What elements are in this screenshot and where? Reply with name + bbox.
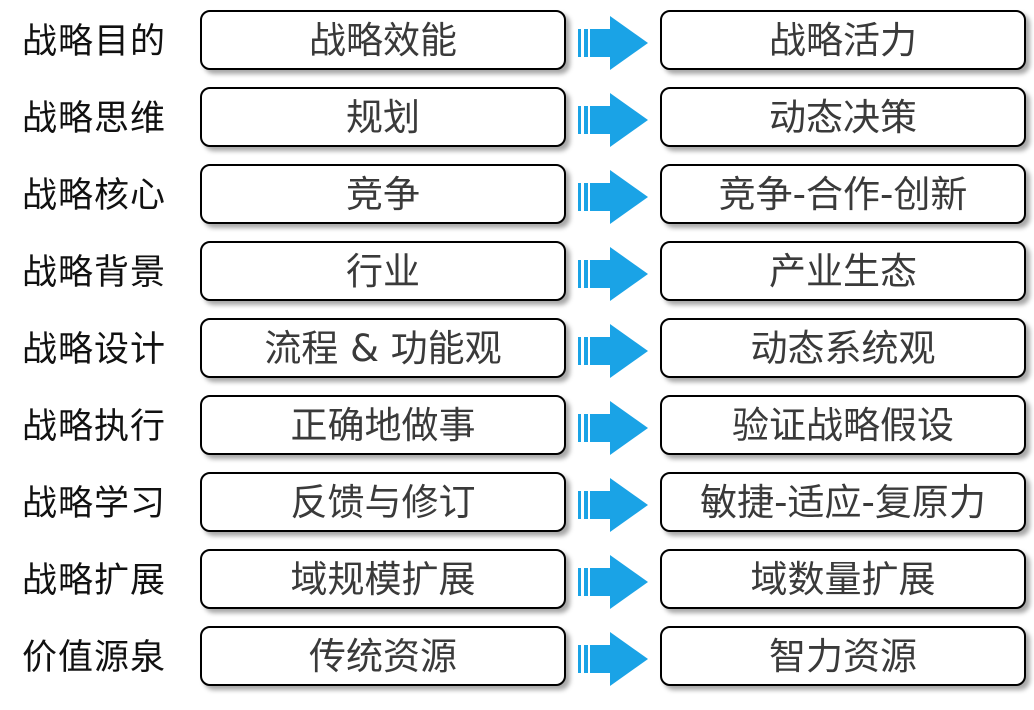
from-box: 规划	[200, 87, 566, 147]
from-box: 反馈与修订	[200, 472, 566, 532]
arrow-icon	[578, 324, 648, 378]
row-category-label: 战略执行	[22, 407, 167, 447]
arrow-icon	[578, 93, 648, 147]
comparison-row: 战略扩展 域规模扩展 域数量扩展	[0, 549, 1034, 613]
comparison-row: 价值源泉 传统资源 智力资源	[0, 626, 1034, 690]
arrow-icon	[578, 247, 648, 301]
arrow-icon	[578, 478, 648, 532]
from-box: 域规模扩展	[200, 549, 566, 609]
comparison-row: 战略核心 竞争 竞争-合作-创新	[0, 164, 1034, 228]
from-box: 战略效能	[200, 10, 566, 70]
arrow-icon	[578, 632, 648, 686]
comparison-row: 战略背景 行业 产业生态	[0, 241, 1034, 305]
row-category-label: 战略学习	[22, 484, 167, 524]
arrow-icon	[578, 401, 648, 455]
arrow-icon	[578, 170, 648, 224]
to-box: 产业生态	[660, 241, 1026, 301]
to-box: 域数量扩展	[660, 549, 1026, 609]
from-box: 行业	[200, 241, 566, 301]
comparison-row: 战略思维 规划 动态决策	[0, 87, 1034, 151]
from-box: 正确地做事	[200, 395, 566, 455]
to-box: 动态决策	[660, 87, 1026, 147]
row-category-label: 价值源泉	[22, 638, 167, 678]
from-box: 传统资源	[200, 626, 566, 686]
comparison-row: 战略执行 正确地做事 验证战略假设	[0, 395, 1034, 459]
row-category-label: 战略扩展	[22, 561, 167, 601]
row-category-label: 战略设计	[22, 330, 167, 370]
to-box: 智力资源	[660, 626, 1026, 686]
row-category-label: 战略背景	[22, 253, 167, 293]
to-box: 竞争-合作-创新	[660, 164, 1026, 224]
comparison-row: 战略设计 流程 & 功能观 动态系统观	[0, 318, 1034, 382]
arrow-icon	[578, 555, 648, 609]
row-category-label: 战略核心	[22, 176, 167, 216]
row-category-label: 战略目的	[22, 22, 167, 62]
arrow-icon	[578, 16, 648, 70]
to-box: 验证战略假设	[660, 395, 1026, 455]
to-box: 敏捷-适应-复原力	[660, 472, 1026, 532]
from-box: 流程 & 功能观	[200, 318, 566, 378]
comparison-row: 战略目的 战略效能 战略活力	[0, 10, 1034, 74]
row-category-label: 战略思维	[22, 99, 167, 139]
to-box: 动态系统观	[660, 318, 1026, 378]
from-box: 竞争	[200, 164, 566, 224]
comparison-row: 战略学习 反馈与修订 敏捷-适应-复原力	[0, 472, 1034, 536]
to-box: 战略活力	[660, 10, 1026, 70]
